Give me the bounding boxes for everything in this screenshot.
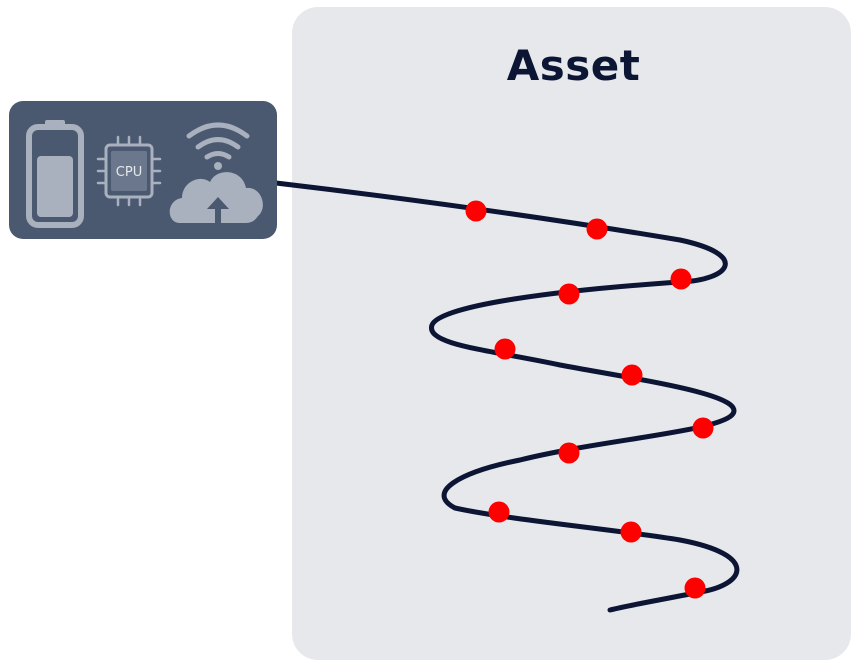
sensor-dot [670,268,692,290]
sensor-dot [558,442,580,464]
device-card: CPU [9,101,277,239]
sensor-dot [494,338,516,360]
helix-cable-line [273,180,740,613]
sensor-dot [586,218,608,240]
sensor-dot [465,200,487,222]
asset-title: Asset [506,41,641,90]
sensor-dot [684,577,706,599]
asset-panel: Asset [292,7,851,660]
cpu-icon: CPU [96,131,162,217]
sensor-dot [558,283,580,305]
cloud-upload-icon [166,116,266,232]
sensor-dot [692,417,714,439]
battery-icon [24,118,86,234]
sensor-dot [620,521,642,543]
wifi-icon [186,122,250,160]
sensor-dot [488,501,510,523]
sensor-dots-group [465,200,714,599]
sensor-dot [621,364,643,386]
cpu-label: CPU [116,165,142,180]
